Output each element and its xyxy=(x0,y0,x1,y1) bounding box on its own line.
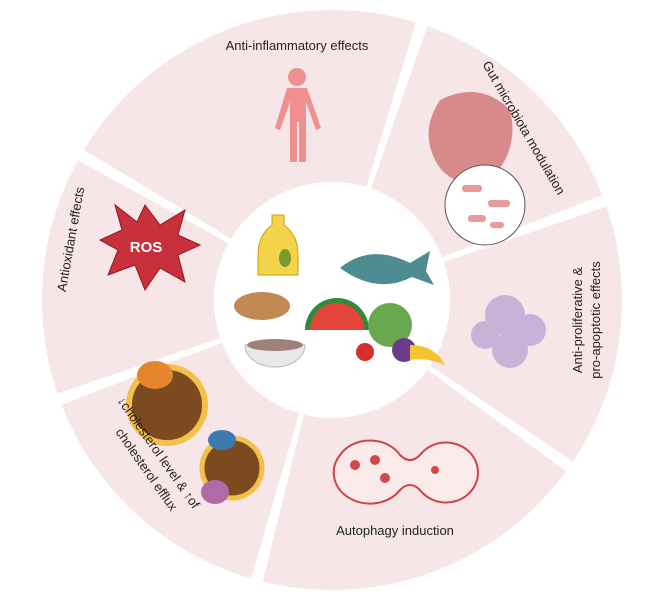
banana-icon xyxy=(410,345,445,365)
bowl-icon xyxy=(244,344,306,368)
cancer-cells-icon xyxy=(471,295,546,368)
grain xyxy=(247,339,303,351)
food-illustration xyxy=(234,214,445,368)
label-autophagy: Autophagy induction xyxy=(336,523,454,538)
label-pro-apoptotic: pro-apoptotic effects xyxy=(588,261,603,379)
ros-label: ROS xyxy=(130,239,163,256)
ros-starburst-icon: ROS xyxy=(98,203,202,292)
olive-icon xyxy=(279,249,291,267)
watermelon-flesh xyxy=(310,303,364,330)
fish-icon xyxy=(340,251,434,285)
label-anti-proliferative: Anti-proliferative & xyxy=(570,267,585,374)
segment-anti-inflammatory xyxy=(83,9,416,239)
apple-icon xyxy=(356,343,374,361)
segment-cholesterol xyxy=(61,342,300,579)
intestine-icon xyxy=(428,92,526,246)
lettuce-icon xyxy=(368,303,412,347)
human-body-icon xyxy=(275,68,321,162)
label-anti-inflammatory: Anti-inflammatory effects xyxy=(226,38,369,53)
autophagosome-icon xyxy=(332,439,479,505)
nuts-icon xyxy=(234,292,290,320)
lipoprotein-icon xyxy=(126,361,265,504)
